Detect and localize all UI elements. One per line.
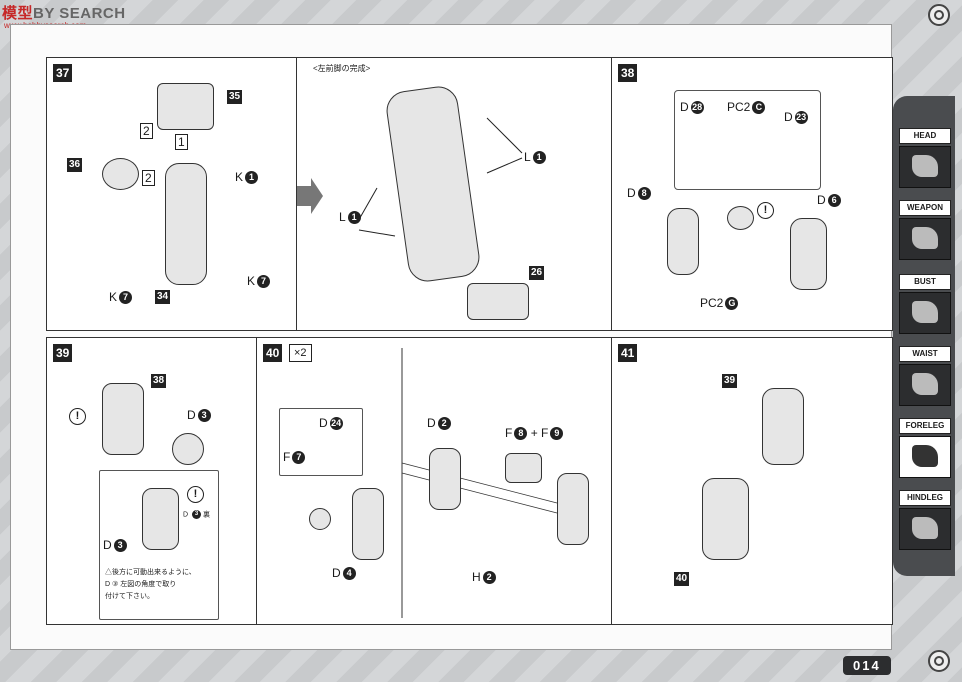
part-36-label: 36 [67,158,83,172]
upper-leg-part [157,83,214,130]
part-35-label: 35 [227,90,243,104]
arrow-graphic [297,117,523,237]
part-34-label: 34 [155,290,171,304]
step-number: 41 [618,344,638,362]
watermark-logo: 模型BY SEARCH [2,5,126,22]
step-number: 37 [53,64,73,82]
joint-38-part [102,383,144,455]
corner-gear-icon-bottom-right [928,650,950,672]
pc2c-cap-part [727,206,754,230]
note-line-3: 付けて下さい。 [105,593,154,600]
leg-section-part [352,488,384,560]
warning-mark-left: ! [69,408,86,425]
part-38-label: 38 [151,374,167,388]
tab-hindleg[interactable]: HINDLEG [899,490,951,550]
d2-part [429,448,461,510]
step-41-panel: 41 39 40 [611,337,893,625]
detail-joint-part [142,488,179,550]
detail-callout-box [674,90,821,190]
weapon-icon [899,218,951,260]
tab-weapon[interactable]: WEAPON [899,200,951,260]
f-part [505,453,542,483]
complete-title: <左前脚の完成> [313,64,371,73]
tab-foreleg[interactable]: FORELEG [899,418,951,478]
joint-36-part [102,158,139,190]
back-side-note: D 3 裏 [183,510,210,519]
step-number: 40 [263,344,283,362]
head-icon [899,146,951,188]
multiplier-badge: ×2 [289,344,312,362]
tab-head[interactable]: HEAD [899,128,951,188]
right-section-part [557,473,589,545]
warning-mark: ! [757,202,774,219]
part-40-label: 40 [674,572,690,586]
waist-icon [899,364,951,406]
part-26-label: 26 [529,266,545,280]
tab-bust[interactable]: BUST [899,274,951,334]
small-joint-part [309,508,331,530]
step-number: 38 [618,64,638,82]
d6-part [790,218,827,290]
leg-shaft-part [165,163,207,285]
corner-gear-icon-top-right [928,4,950,26]
part-39-label: 39 [722,374,738,388]
tab-waist[interactable]: WAIST [899,346,951,406]
seq-2b: 2 [142,170,155,186]
divider-lines [401,348,558,618]
hindleg-icon [899,508,951,550]
joint-39-part [762,388,804,465]
section-sidebar: HEAD WEAPON BUST WAIST FORELEG HINDLEG [893,96,955,576]
warning-mark-detail: ! [187,486,204,503]
d8-part [667,208,699,275]
joint-40-part [702,478,749,560]
foot-26-part [467,283,529,320]
seq-1: 1 [175,134,188,150]
bust-icon [899,292,951,334]
foreleg-icon [899,436,951,478]
note-line-2: D ③ 左図の角度で取り [105,581,177,588]
detail-callout-box [279,408,363,476]
note-line-1: △後方に可動出来るように、 [105,569,196,576]
seq-2a: 2 [140,123,153,139]
d3-part [172,433,204,465]
step-number: 39 [53,344,73,362]
page-number: 014 [843,656,891,675]
